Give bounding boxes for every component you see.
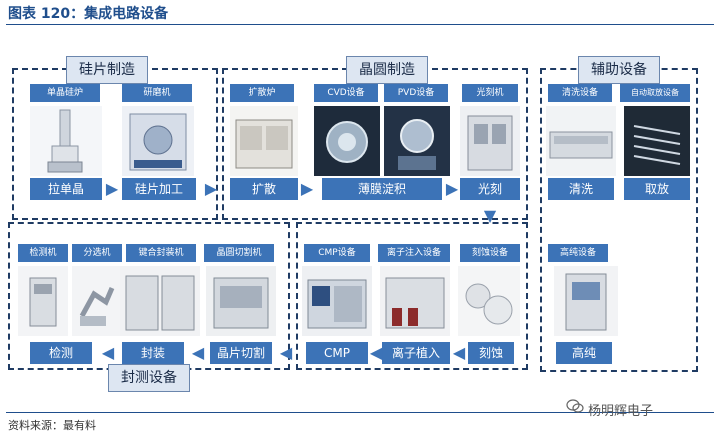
step-high-purity: 高纯 (556, 342, 612, 364)
group-title-test: 封测设备 (108, 364, 190, 392)
cleaning-image (546, 106, 616, 176)
group-title-wafer: 硅片制造 (66, 56, 148, 84)
equipment-label-pvd: PVD设备 (384, 84, 448, 102)
equipment-label-litho: 光刻机 (462, 84, 518, 102)
dicer-image (206, 266, 276, 336)
step-thin-film-deposition: 薄膜淀积 (322, 178, 442, 200)
equipment-label-sorter: 分选机 (72, 244, 122, 262)
equipment-label-cmp: CMP设备 (304, 244, 370, 262)
step-cmp: CMP (306, 342, 368, 364)
step-pick-place: 取放 (624, 178, 690, 200)
arrow-left-icon: ◀ (369, 343, 383, 362)
equipment-label-high-purity: 高纯设备 (548, 244, 608, 262)
group-title-fab: 晶圆制造 (346, 56, 428, 84)
implant-image (380, 266, 450, 336)
equipment-label-tester: 检测机 (18, 244, 68, 262)
arrow-down-icon: ▼ (483, 206, 497, 225)
arrow-left-icon: ◀ (279, 343, 293, 362)
litho-image (460, 106, 520, 176)
etcher-image (458, 266, 520, 336)
pvd-image (384, 106, 450, 176)
cmp-image (302, 266, 372, 336)
equipment-label-cleaning: 清洗设备 (548, 84, 612, 102)
bonder-image (120, 266, 200, 336)
step-diffusion: 扩散 (230, 178, 298, 200)
figure-title: 图表 120：集成电路设备 (8, 6, 169, 22)
equipment-label-diffusion-furnace: 扩散炉 (230, 84, 294, 102)
equipment-label-dicer: 晶圆切割机 (204, 244, 274, 262)
equipment-label-etcher: 刻蚀设备 (460, 244, 520, 262)
tester-image (18, 266, 68, 336)
footer-rule (6, 412, 714, 413)
arrow-right-icon: ▶ (105, 179, 119, 198)
equipment-label-bonder: 键合封装机 (126, 244, 196, 262)
grinder-image (122, 106, 194, 176)
step-ion-implant: 离子植入 (382, 342, 450, 364)
equipment-label-implant: 离子注入设备 (378, 244, 450, 262)
arrow-right-icon: ▶ (300, 179, 314, 198)
watermark: 杨明辉电子 (588, 404, 654, 419)
step-dicing: 晶片切割 (210, 342, 272, 364)
step-package: 封装 (122, 342, 184, 364)
step-wafer-processing: 硅片加工 (122, 178, 196, 200)
cvd-image (314, 106, 380, 176)
high-purity-image (554, 266, 618, 336)
fab-group-box-bottom (296, 222, 528, 370)
arrow-right-icon: ▶ (445, 179, 459, 198)
equipment-label-auto-pick: 自动取放设备 (620, 84, 690, 102)
equipment-label-grinder: 研磨机 (122, 84, 192, 102)
arrow-right-icon: ▶ (204, 179, 218, 198)
step-lithography: 光刻 (460, 178, 520, 200)
step-test: 检测 (30, 342, 92, 364)
wechat-icon (566, 398, 584, 413)
title-rule (6, 24, 714, 25)
crystal-furnace-image (30, 106, 102, 176)
source-note: 资料来源：最有料 (8, 419, 96, 432)
step-cleaning: 清洗 (548, 178, 614, 200)
step-crystal: 拉单晶 (30, 178, 102, 200)
arrow-left-icon: ◀ (191, 343, 205, 362)
step-etch: 刻蚀 (468, 342, 514, 364)
arrow-left-icon: ◀ (101, 343, 115, 362)
equipment-label-cvd: CVD设备 (314, 84, 378, 102)
auto-pick-image (624, 106, 690, 176)
group-title-aux: 辅助设备 (578, 56, 660, 84)
equipment-label-crystal-furnace: 单晶硅炉 (30, 84, 100, 102)
sorter-image (72, 266, 122, 336)
arrow-left-icon: ◀ (452, 343, 466, 362)
diffusion-furnace-image (230, 106, 298, 176)
